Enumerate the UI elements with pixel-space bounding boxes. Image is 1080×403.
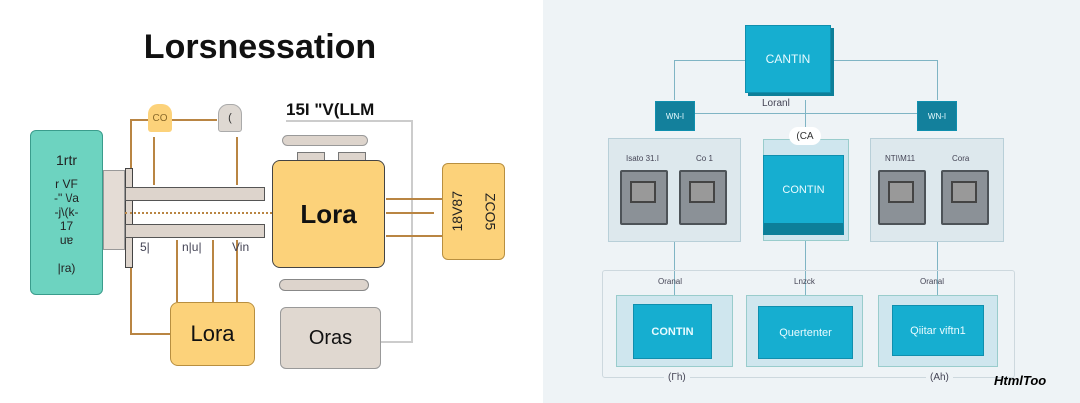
arrow: [386, 212, 434, 214]
connector: [212, 240, 214, 302]
bus-bar: [103, 170, 125, 250]
connector: [937, 242, 938, 304]
bottom-pill: [279, 279, 369, 291]
arrow: [386, 235, 442, 237]
oras-block: Oras: [280, 307, 381, 369]
node-right: WN-I: [917, 101, 957, 131]
bottom-block: CONTIN: [633, 304, 712, 359]
connector: [236, 240, 238, 302]
center-block: CONTIN: [763, 155, 844, 235]
bus-bar: [125, 187, 265, 201]
connector: [805, 100, 806, 138]
connector: [286, 120, 412, 122]
group-label: Lnzck: [794, 277, 815, 286]
bus-label: n|u|: [182, 240, 202, 254]
connector: [937, 60, 938, 100]
connector: [236, 137, 238, 185]
tag-c: (: [218, 104, 242, 132]
footer-label: (Ah): [926, 372, 953, 383]
tag-co: CO: [148, 104, 172, 132]
block-text: uɐ: [59, 233, 74, 247]
block-text: r VF: [55, 177, 78, 191]
bottom-block: Qiitar viftn1: [892, 305, 984, 356]
connector: [381, 341, 413, 343]
connector: [172, 119, 217, 121]
connector: [411, 120, 413, 342]
watermark: HtmlToo: [994, 373, 1047, 388]
bottom-block: Quertenter: [758, 306, 853, 359]
top-block: CANTIN: [745, 25, 831, 93]
input-block: 1rtr r VF -" \/a -j\(k- 17 uɐ |ra): [30, 130, 103, 295]
connector: [130, 119, 148, 121]
connector: [674, 60, 675, 100]
block-text: -j\(k-: [54, 205, 79, 219]
top-label: 15I "V(LLM: [286, 100, 375, 119]
connector: [695, 113, 917, 114]
panel-label: Co 1: [696, 154, 713, 163]
top-pill: [282, 135, 368, 146]
connector: [674, 242, 675, 304]
bottom-panel: [602, 270, 1015, 378]
block-text: 17: [59, 219, 74, 233]
center-label: (CA: [789, 127, 821, 145]
bus-bar: [125, 168, 133, 268]
lora-block: Lora: [170, 302, 255, 366]
group-label: Oranal: [658, 277, 683, 286]
diagram-title: Lorsnessation: [143, 28, 377, 66]
main-block: Lora: [272, 160, 385, 268]
connector: [805, 240, 806, 304]
block-text: |ra): [57, 261, 76, 275]
dotted-signal: [125, 212, 272, 214]
block-text: 1rtr: [56, 152, 77, 168]
node-left: WN-I: [655, 101, 695, 131]
output-block: 18V87 ZCO5: [442, 163, 505, 260]
arrow: [386, 198, 442, 200]
bus-label: Vin: [232, 240, 250, 254]
block-text: -" \/a: [54, 191, 79, 205]
bus-label: 5|: [140, 240, 150, 254]
server-device: [679, 170, 727, 225]
connector: [153, 137, 155, 185]
panel-label: NTI\M11: [885, 154, 916, 163]
group-label: Oranal: [920, 277, 945, 286]
connector: [176, 240, 178, 302]
server-device: [620, 170, 668, 225]
bus-bar: [125, 224, 265, 238]
block-text: ZCO5: [482, 192, 499, 231]
block-text: 18V87: [448, 191, 465, 232]
panel-label: Cora: [952, 154, 970, 163]
panel-label: Isato 31.I: [626, 154, 659, 163]
connector: [130, 333, 170, 335]
top-label: Loranl: [762, 98, 790, 109]
server-device: [941, 170, 989, 225]
server-device: [878, 170, 926, 225]
footer-label: (Γh): [664, 372, 690, 383]
